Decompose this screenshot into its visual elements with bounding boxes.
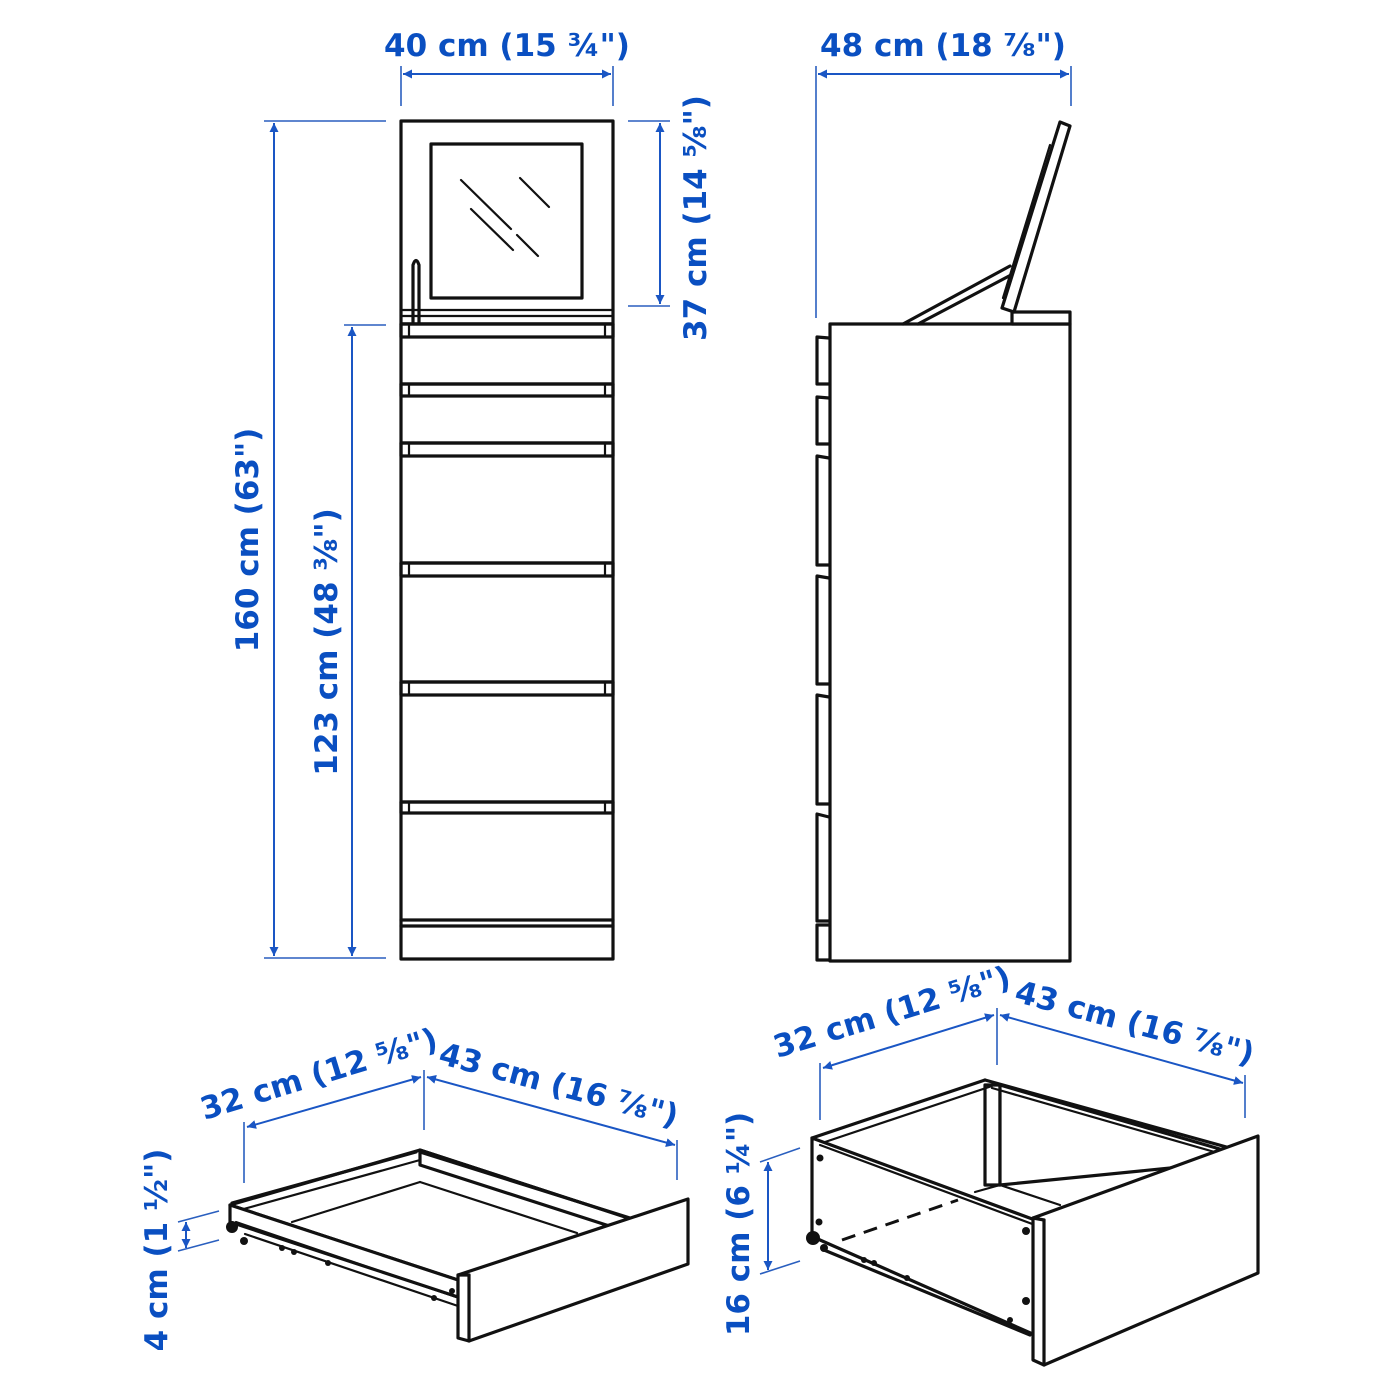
large-drawer-front (1031, 1134, 1260, 1367)
side-view: 48 cm (18 ⅞") (815, 28, 1072, 963)
top-unit-height-dimension: 37 cm (14 ⅝") (628, 95, 714, 341)
open-lid (1000, 120, 1072, 314)
small-drawer-front (456, 1197, 690, 1343)
front-view: 40 cm (15 ¾") 160 cm (63") 123 cm (48 ⅜"… (230, 28, 714, 961)
small-drawer-width-label: 32 cm (12 ⅝") (196, 1021, 442, 1127)
top-unit-height-label: 37 cm (14 ⅝") (678, 95, 714, 341)
large-drawer-depth-label: 43 cm (16 ⅞") (1011, 974, 1258, 1072)
drawer-stack (399, 322, 615, 928)
small-drawer-height-label: 4 cm (1 ½") (139, 1149, 175, 1352)
door-handle-icon (411, 258, 421, 324)
cabinet-height-dimension: 123 cm (48 ⅜") (309, 324, 386, 956)
glass-door-panel (429, 142, 584, 300)
large-drawer: 32 cm (12 ⅝") 43 cm (16 ⅞") 16 cm (6 ¼") (721, 959, 1260, 1367)
small-drawer: 32 cm (12 ⅝") 43 cm (16 ⅞") 4 cm (1 ½") (139, 1021, 690, 1352)
glass-reflection-icon (459, 176, 551, 258)
large-drawer-height-label: 16 cm (6 ¼") (721, 1112, 757, 1336)
small-drawer-depth-label: 43 cm (16 ⅞") (435, 1036, 682, 1134)
side-drawer-fronts (815, 335, 831, 962)
total-height-label: 160 cm (63") (230, 428, 266, 653)
total-height-dimension: 160 cm (63") (230, 120, 386, 959)
side-depth-label: 48 cm (18 ⅞") (820, 28, 1066, 64)
front-width-label: 40 cm (15 ¾") (384, 28, 630, 64)
cabinet-height-label: 123 cm (48 ⅜") (309, 508, 345, 775)
width-dimension: 40 cm (15 ¾") (384, 28, 630, 106)
chest-body (399, 322, 615, 961)
depth-dimension: 48 cm (18 ⅞") (815, 28, 1072, 318)
large-drawer-width-label: 32 cm (12 ⅝") (769, 959, 1015, 1065)
side-body (828, 322, 1072, 963)
runner-wheel-icon (806, 1231, 820, 1245)
runner-wheel-icon (226, 1221, 238, 1233)
screw-icon (1022, 1227, 1030, 1235)
